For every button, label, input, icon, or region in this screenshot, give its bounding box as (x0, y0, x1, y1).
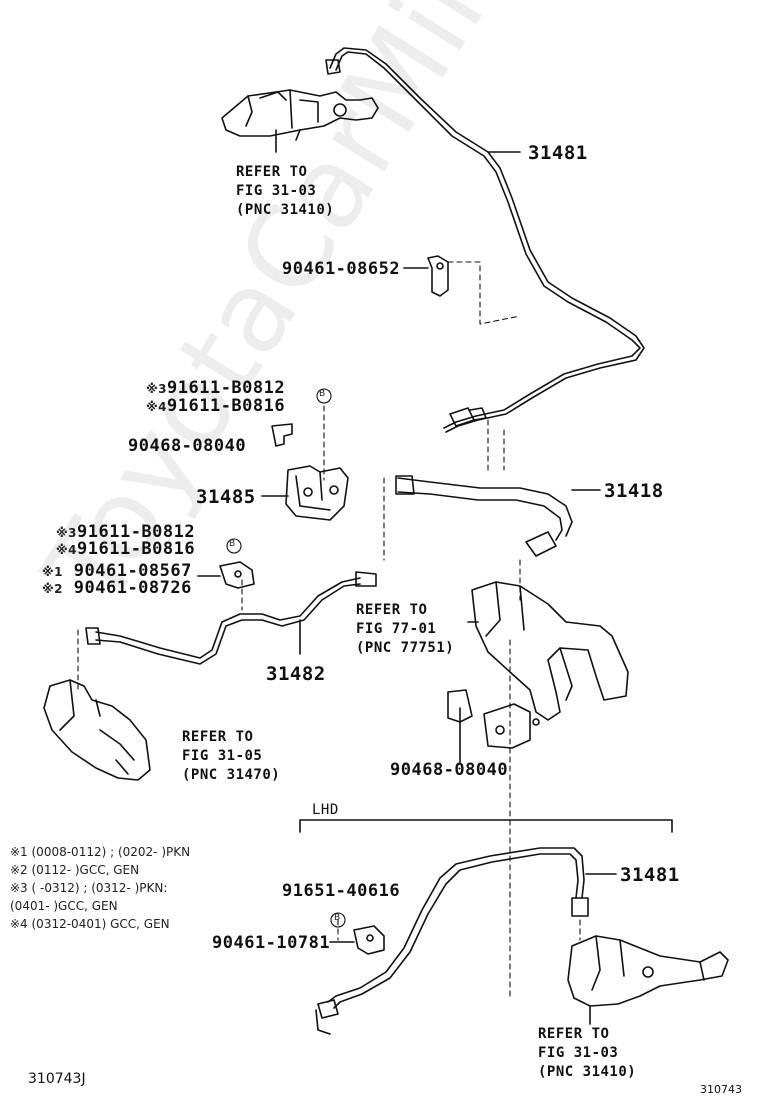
part-number-91611-b0812-b: ※391611-B0812 (56, 522, 195, 542)
pipe-31481-top (325, 47, 645, 433)
part-number-90461-08652: 90461-08652 (282, 259, 401, 279)
note-line-2: ※2 (0112- )GCC, GEN (10, 863, 140, 877)
part-number-90461-08567-text: 90461-08567 (73, 561, 192, 581)
part-number-90461-08567: ※1 90461-08567 (42, 561, 192, 581)
pipe-31482-drawing (85, 571, 377, 665)
reference-left-line-2: FIG 31-05 (182, 748, 263, 764)
note-mark-3-a: ※3 (146, 382, 168, 396)
part-number-91611-b0812-a: ※391611-B0812 (146, 378, 285, 398)
figure-code-right: 310743 (700, 1083, 742, 1096)
reference-mid-line-3: (PNC 77751) (356, 640, 455, 656)
part-number-90461-08726: ※2 90461-08726 (42, 578, 192, 598)
reference-bottom-line-2: FIG 31-03 (538, 1045, 619, 1061)
reference-top: REFER TO FIG 31-03 (PNC 31410) (236, 163, 334, 220)
slave-cylinder-left-drawing (43, 679, 151, 781)
part-number-31418: 31418 (604, 480, 664, 502)
note-mark-3-b: ※3 (56, 526, 78, 540)
part-number-91611-b0816-a-text: 91611-B0816 (167, 396, 286, 416)
note-line-1: ※1 (0008-0112) ; (0202- )PKN (10, 845, 191, 859)
b-marker-2: B (229, 539, 236, 549)
reference-left-line-1: REFER TO (182, 729, 254, 745)
part-number-91611-b0816-b-text: 91611-B0816 (77, 539, 196, 559)
figure-code-left: 310743J (28, 1071, 86, 1087)
reference-left: REFER TO FIG 31-05 (PNC 31470) (182, 728, 280, 785)
reference-top-line-2: FIG 31-03 (236, 183, 317, 199)
master-cylinder-bottom-drawing (567, 935, 729, 1025)
part-number-90468-08040-b: 90468-08040 (390, 760, 509, 780)
b-marker-3: B (334, 913, 341, 923)
lhd-bracket-line (299, 819, 673, 833)
note-line-4: (0401- )GCC, GEN (10, 899, 118, 913)
reference-bottom-line-1: REFER TO (538, 1026, 610, 1042)
note-mark-1: ※1 (42, 565, 64, 579)
part-number-31481-bottom: 31481 (620, 864, 680, 886)
part-number-31482: 31482 (266, 663, 326, 685)
part-number-91611-b0816-b: ※491611-B0816 (56, 539, 195, 559)
b-marker-circle-3 (330, 912, 346, 928)
reference-left-line-3: (PNC 31470) (182, 767, 281, 783)
hose-31418-drawing (395, 475, 601, 557)
part-number-90461-08726-text: 90461-08726 (73, 578, 192, 598)
part-number-90461-10781: 90461-10781 (212, 933, 331, 953)
reference-bottom: REFER TO FIG 31-03 (PNC 31410) (538, 1025, 636, 1082)
part-number-31485: 31485 (196, 486, 256, 508)
clip-90461-08652-drawing (403, 255, 449, 297)
support-bracket-drawing (447, 581, 629, 763)
reference-mid-line-2: FIG 77-01 (356, 621, 437, 637)
part-number-91651-40616: 91651-40616 (282, 881, 401, 901)
note-line-5: ※4 (0312-0401) GCC, GEN (10, 917, 170, 931)
b-marker-circle-2 (226, 538, 242, 554)
pipe-31481-bottom (315, 847, 617, 1035)
note-line-3: ※3 ( -0312) ; (0312- )PKN: (10, 881, 168, 895)
part-number-91611-b0812-a-text: 91611-B0812 (167, 378, 286, 398)
part-number-91611-b0816-a: ※491611-B0816 (146, 396, 285, 416)
part-number-90468-08040-a: 90468-08040 (128, 436, 247, 456)
bracket-31485-drawing (261, 423, 349, 521)
reference-top-line-1: REFER TO (236, 164, 308, 180)
part-number-31481-top: 31481 (528, 142, 588, 164)
note-mark-4-b: ※4 (56, 543, 78, 557)
applicability-notes: ※1 (0008-0112) ; (0202- )PKN ※2 (0112- )… (10, 843, 190, 933)
clip-90461-08567-drawing (197, 561, 255, 589)
b-marker-1: B (319, 389, 326, 399)
clip-90461-10781-drawing (329, 925, 385, 955)
reference-mid: REFER TO FIG 77-01 (PNC 77751) (356, 601, 454, 658)
note-mark-4-a: ※4 (146, 400, 168, 414)
reference-bottom-line-3: (PNC 31410) (538, 1064, 637, 1080)
reference-top-line-3: (PNC 31410) (236, 202, 335, 218)
b-marker-circle-1 (316, 388, 332, 404)
part-number-91611-b0812-b-text: 91611-B0812 (77, 522, 196, 542)
note-mark-2: ※2 (42, 582, 64, 596)
reference-mid-line-1: REFER TO (356, 602, 428, 618)
master-cylinder-top-drawing (221, 89, 379, 153)
lhd-label: LHD (312, 802, 339, 818)
